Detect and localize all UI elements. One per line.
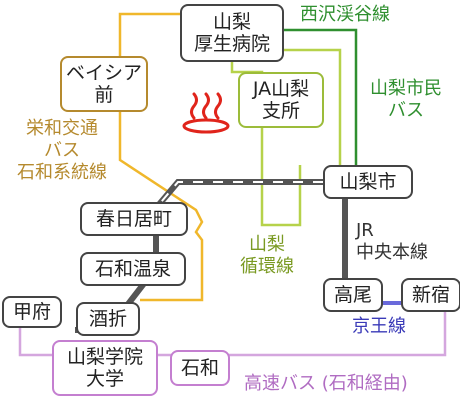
label-jr-chuo-line: JR 中央本線 bbox=[356, 220, 428, 263]
label-junkan-line: 山梨 循環線 bbox=[240, 234, 294, 277]
station-shinjuku[interactable]: 新宿 bbox=[401, 278, 460, 312]
label-keio-line: 京王線 bbox=[352, 316, 406, 337]
label-highway-bus: 高速バス (石和経由) bbox=[244, 373, 408, 394]
hot-spring-icon bbox=[182, 92, 230, 134]
station-takao[interactable]: 高尾 bbox=[323, 278, 383, 312]
shimin-bus-line bbox=[265, 48, 342, 165]
junkan-line bbox=[230, 47, 302, 227]
station-yamanashi-shi[interactable]: 山梨市 bbox=[323, 165, 413, 199]
station-sakaori[interactable]: 酒折 bbox=[76, 302, 140, 336]
nishizawa-line bbox=[283, 28, 358, 165]
highway-bus-line bbox=[18, 308, 447, 357]
station-kasugaimachi[interactable]: 春日居町 bbox=[80, 202, 188, 236]
label-nishizawa-line: 西沢渓谷線 bbox=[300, 4, 390, 25]
jr-line-stripes bbox=[155, 181, 323, 209]
station-yamanashi-kosei-hospital[interactable]: 山梨 厚生病院 bbox=[180, 4, 284, 62]
station-yamanashi-gakuin-univ[interactable]: 山梨学院 大学 bbox=[52, 340, 158, 396]
station-beishia-mae[interactable]: ベイシア 前 bbox=[60, 56, 148, 112]
station-isawa[interactable]: 石和 bbox=[170, 350, 230, 386]
station-kofu[interactable]: 甲府 bbox=[2, 296, 62, 328]
label-eiwa-bus: 栄和交通 バス 石和系統線 bbox=[17, 118, 107, 183]
label-shimin-bus: 山梨市民 バス bbox=[370, 78, 442, 121]
station-ja-yamanashi-shisho[interactable]: JA山梨 支所 bbox=[238, 72, 324, 128]
station-isawa-onsen[interactable]: 石和温泉 bbox=[80, 252, 186, 286]
